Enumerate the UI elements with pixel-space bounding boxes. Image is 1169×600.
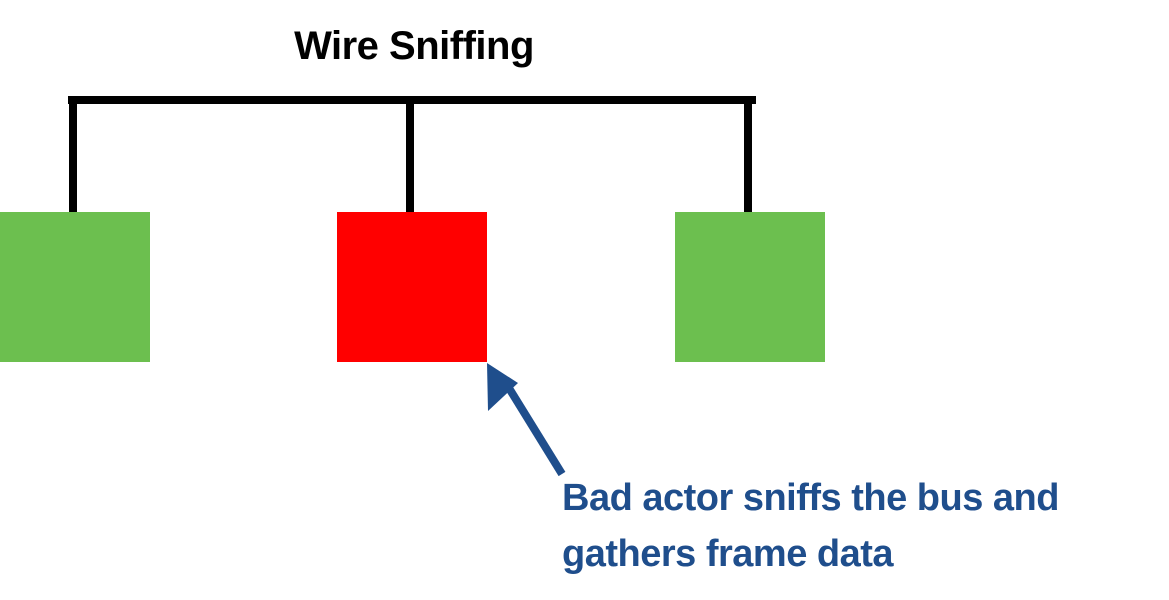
annotation-line-2: gathers frame data [562, 533, 894, 575]
annotation-line-1: Bad actor sniffs the bus and [562, 477, 1059, 519]
arrow-icon [487, 363, 566, 477]
annotation-text: Bad actor sniffs the bus and gathers fra… [562, 470, 1059, 582]
node-right [675, 212, 825, 362]
bus-drop-right [744, 96, 752, 212]
diagram-title: Wire Sniffing [294, 24, 534, 68]
bus-drop-left [69, 96, 77, 212]
node-bad-actor [337, 212, 487, 362]
bus-drop-middle [406, 96, 414, 212]
node-left [0, 212, 150, 362]
